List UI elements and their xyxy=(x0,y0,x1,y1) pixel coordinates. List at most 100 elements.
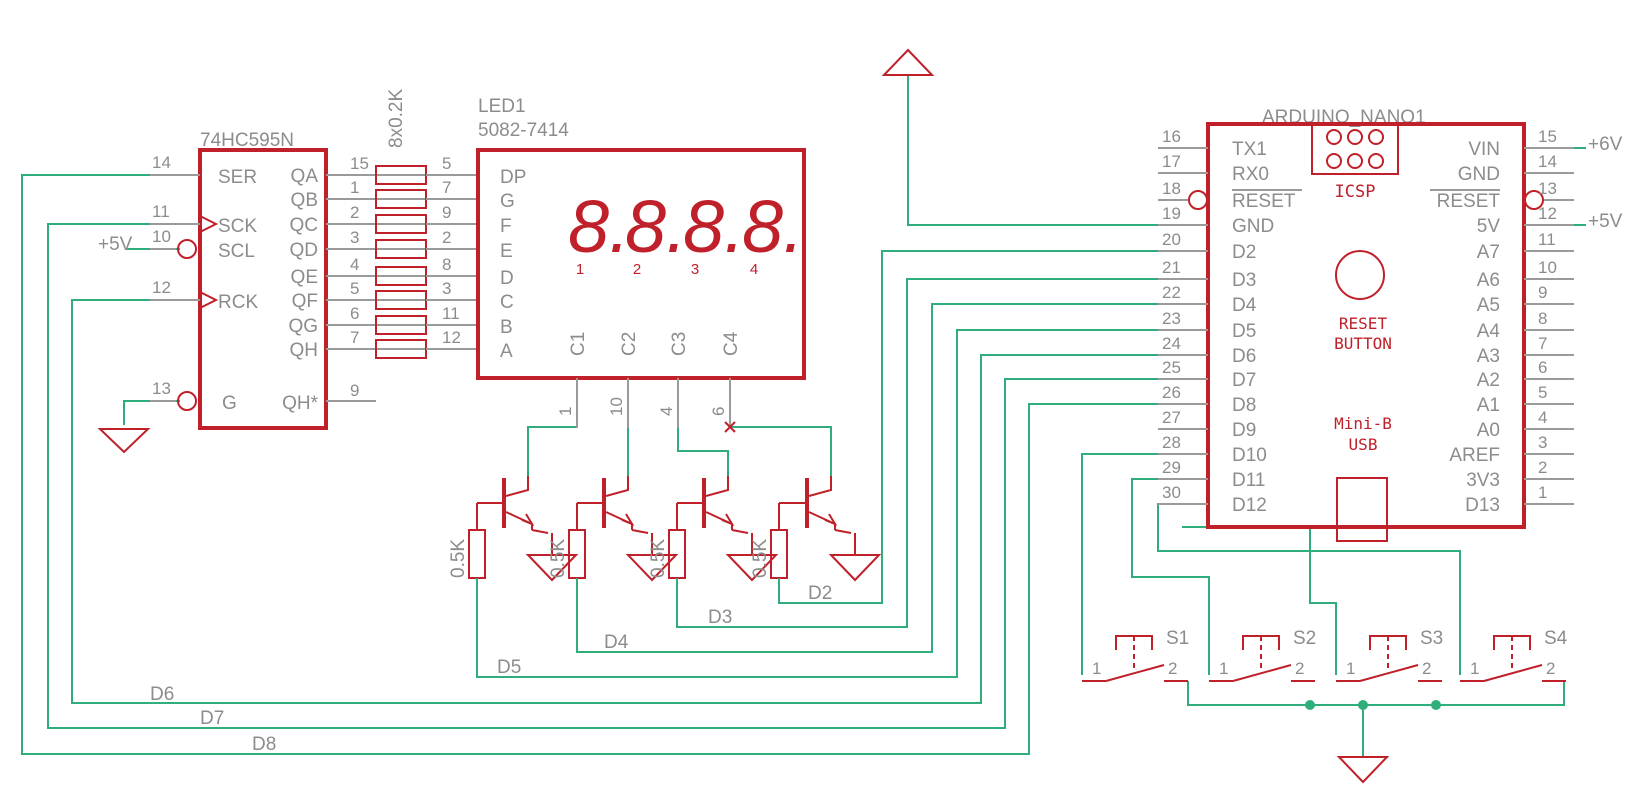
pin-label: AREF xyxy=(1449,445,1500,466)
pin-number: 12 xyxy=(152,278,171,297)
segment-label-d: D xyxy=(500,268,514,289)
pin-label: D11 xyxy=(1232,470,1265,491)
pin-label: A1 xyxy=(1477,395,1500,416)
sr-output-qg: QG6 xyxy=(288,304,376,337)
inversion-bubble xyxy=(1188,190,1208,210)
transistor-emitter xyxy=(505,511,533,530)
pin-number: 1 xyxy=(556,407,575,416)
arduino-pin-a2: 6A2 xyxy=(1477,358,1574,391)
wire-d5 xyxy=(476,329,1208,678)
pin-number: 13 xyxy=(152,379,171,398)
pin-label: A7 xyxy=(1477,242,1500,263)
clock-marker xyxy=(199,215,219,233)
pin-number: 9 xyxy=(442,203,451,222)
pin-number: 2 xyxy=(1538,458,1547,477)
pin-number: 22 xyxy=(1162,283,1181,302)
pin-label: QE xyxy=(291,267,318,288)
net-label-d4: D4 xyxy=(604,632,629,653)
driver-3: 0.5K xyxy=(648,476,779,582)
arduino-pin-a1: 5A1 xyxy=(1477,383,1574,416)
pin-number: 2 xyxy=(350,203,359,222)
pin-label: 5V xyxy=(1477,216,1501,237)
icsp-pins xyxy=(1326,129,1384,169)
transistor-emitter xyxy=(705,511,733,530)
common-label: C3 xyxy=(669,332,690,356)
reset-button-circle xyxy=(1335,250,1385,300)
pin-label: 3V3 xyxy=(1466,470,1500,491)
usb-label-2: USB xyxy=(1349,435,1378,454)
pin-number: 14 xyxy=(152,153,171,172)
pin-label: D9 xyxy=(1232,420,1256,441)
net-label-d3: D3 xyxy=(708,607,732,628)
pin-label: D3 xyxy=(1232,270,1256,291)
base-resistor xyxy=(468,529,486,579)
common-pin-c4: C46 xyxy=(709,331,742,428)
sr-output-qf: QF5 xyxy=(292,279,376,312)
base-resistor-value: 0.5K xyxy=(648,539,669,578)
pin-number: 6 xyxy=(350,304,359,323)
pin-number: 10 xyxy=(152,227,171,246)
wire-d2 xyxy=(778,250,1208,604)
pin-number: 7 xyxy=(442,178,451,197)
pin-label: A2 xyxy=(1477,370,1500,391)
seven-segment-glyph: 8. xyxy=(625,185,687,268)
seven-segment-glyph: 8. xyxy=(683,185,745,268)
pin-number: 21 xyxy=(1162,258,1181,277)
ground-symbol-bottom xyxy=(1336,756,1390,784)
digit-number: 4 xyxy=(750,261,758,278)
pin-label: D7 xyxy=(1232,370,1256,391)
no-connect-marker xyxy=(724,421,736,433)
pin-number: 12 xyxy=(1538,204,1557,223)
transistor-collector xyxy=(705,476,729,497)
resistor-7: 11 xyxy=(375,304,478,335)
pin-number: 4 xyxy=(1538,408,1547,427)
pin-number: 10 xyxy=(607,397,626,416)
resistor-1: 5 xyxy=(375,154,478,185)
arduino-pin-a3: 7A3 xyxy=(1477,334,1574,367)
pin-label: D2 xyxy=(1232,242,1256,263)
pin-number: 2 xyxy=(1295,659,1304,678)
pin-label: D12 xyxy=(1232,495,1267,516)
sr-pin-g: 13G xyxy=(150,379,237,414)
emitter-arrow xyxy=(824,513,838,527)
switch-name: S1 xyxy=(1166,628,1189,649)
net-label-d2: D2 xyxy=(808,583,832,604)
pin-label: QA xyxy=(291,166,319,187)
switch-name: S3 xyxy=(1420,628,1443,649)
pin-number: 10 xyxy=(1538,258,1557,277)
seven-segment-glyph: 8. xyxy=(568,185,630,268)
pin-number: 29 xyxy=(1162,458,1181,477)
arduino-pin-a4: 8A4 xyxy=(1477,309,1574,342)
sr-output-qb: QB1 xyxy=(291,178,376,211)
pin-number: 4 xyxy=(657,407,676,416)
pin-number: 11 xyxy=(442,304,460,323)
wire-c3 xyxy=(677,380,729,476)
switch-lever xyxy=(1232,664,1292,682)
pin-number: 2 xyxy=(442,228,451,247)
common-label: C2 xyxy=(619,332,640,356)
pin-number: 12 xyxy=(442,328,461,347)
emitter-arrow xyxy=(521,513,535,527)
segment-label-dp: DP xyxy=(500,167,526,188)
pin-label: D6 xyxy=(1232,346,1256,367)
pin-label: QB xyxy=(291,190,318,211)
pin-number: 6 xyxy=(709,407,728,416)
pin-number: 5 xyxy=(350,279,359,298)
pin-label: RCK xyxy=(218,292,258,313)
